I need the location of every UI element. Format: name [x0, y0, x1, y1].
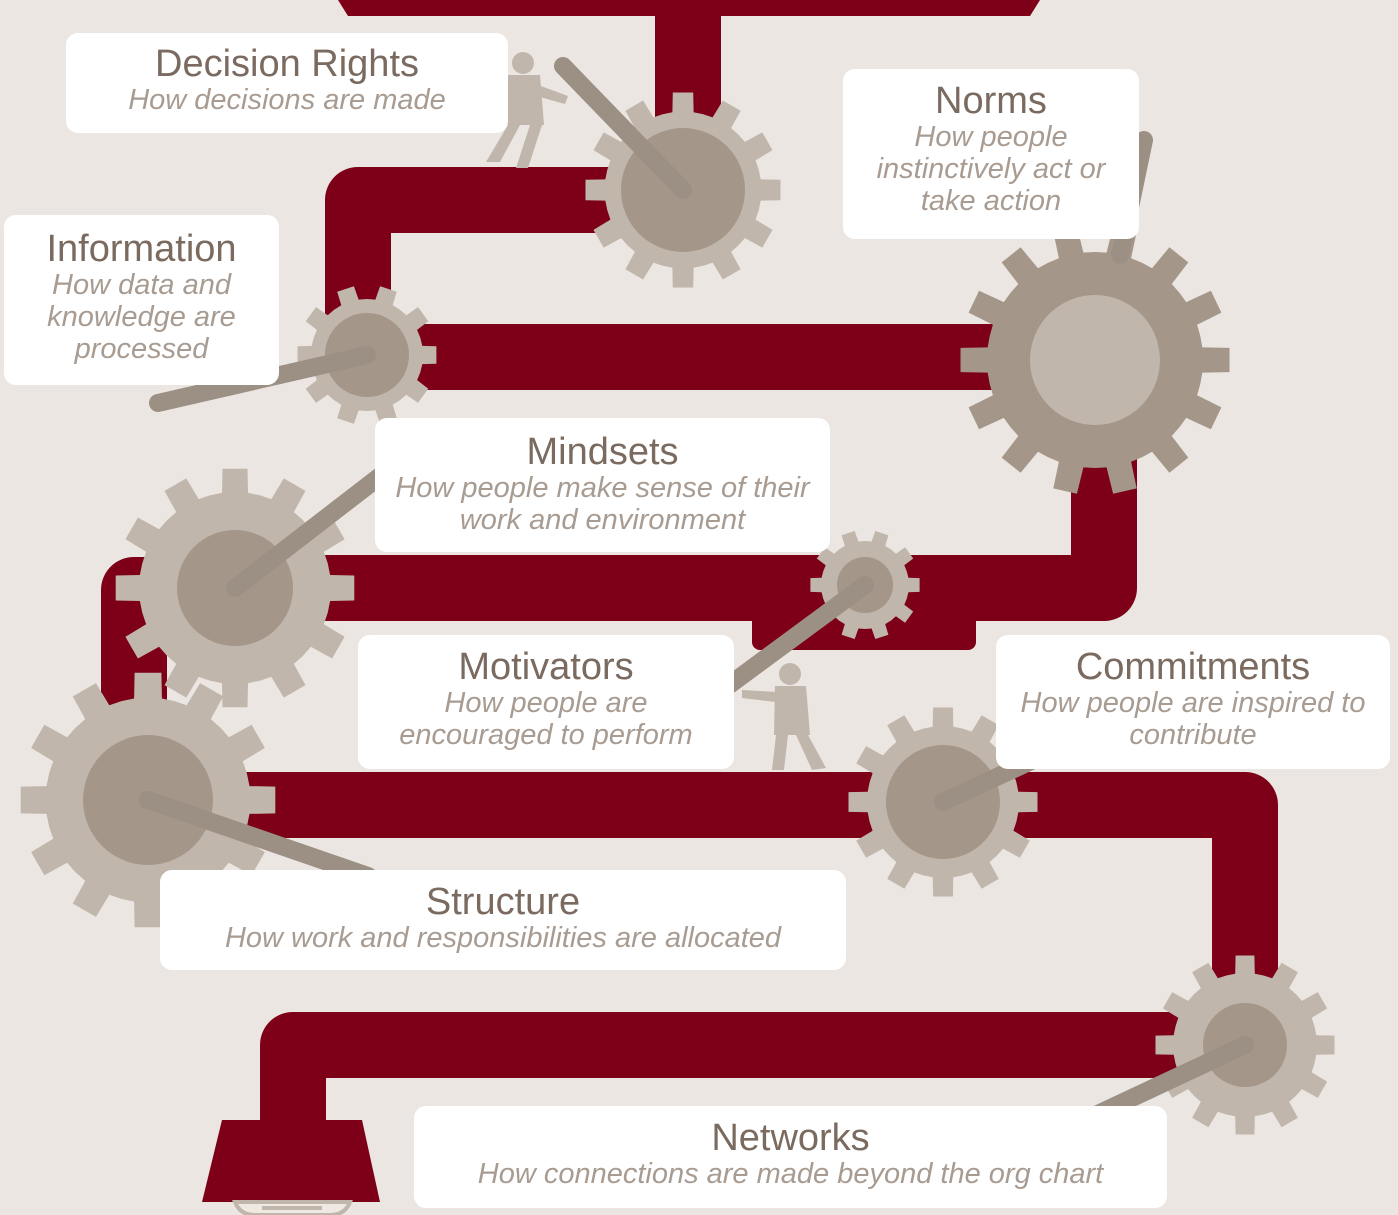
label-card-networks: Networks How connections are made beyond… [414, 1106, 1167, 1208]
label-title: Norms [935, 80, 1047, 122]
lever-handle-icon [554, 57, 692, 199]
label-title: Commitments [1075, 646, 1311, 688]
lever-handle-icon [139, 791, 377, 885]
funnel-icon [202, 1120, 380, 1202]
label-subtitle: How decisions are made [128, 84, 446, 116]
person-pushing-icon [486, 52, 568, 168]
label-title: Mindsets [526, 431, 679, 473]
label-subtitle: How work and responsibilities are alloca… [224, 922, 782, 954]
label-title: Decision Rights [155, 43, 419, 85]
label-card-commitments: Commitments How people are inspired to c… [996, 635, 1390, 769]
label-title: Structure [425, 881, 581, 923]
label-subtitle: How people are inspired to contribute [1020, 687, 1366, 751]
label-card-structure: Structure How work and responsibilities … [160, 870, 846, 970]
label-card-motivators: Motivators How people are encouraged to … [358, 635, 734, 769]
label-subtitle: How people are encouraged to perform [399, 687, 693, 751]
label-subtitle: How connections are made beyond the org … [477, 1158, 1104, 1190]
label-subtitle: How people make sense of their work and … [395, 472, 810, 536]
label-title: Networks [711, 1117, 870, 1159]
label-card-decision-rights: Decision Rights How decisions are made [66, 33, 508, 133]
label-title: Motivators [458, 646, 634, 688]
label-title: Information [46, 228, 237, 270]
lightbulb-icon [232, 1200, 353, 1215]
gear-hub [1030, 295, 1160, 425]
label-subtitle: How data and knowledge are processed [47, 269, 236, 365]
label-subtitle: How people instinctively act or take act… [876, 121, 1106, 217]
label-card-norms: Norms How people instinctively act or ta… [843, 69, 1139, 239]
person-pushing-icon [742, 663, 826, 770]
label-card-information: Information How data and knowledge are p… [4, 215, 279, 385]
label-card-mindsets: Mindsets How people make sense of their … [375, 418, 830, 552]
